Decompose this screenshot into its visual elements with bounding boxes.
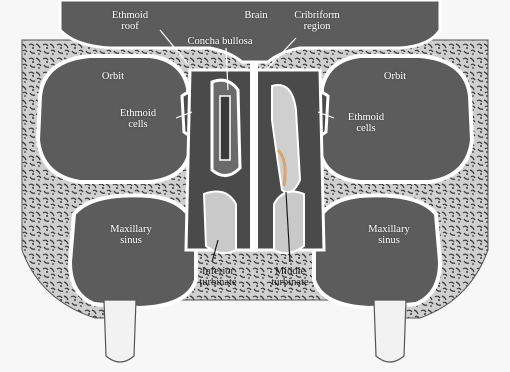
label-maxillary-sinus-left: Maxillary sinus — [96, 224, 166, 246]
nasal-septum — [250, 62, 258, 252]
inferior-turbinate-left-structure — [204, 192, 236, 254]
label-orbit-right: Orbit — [372, 71, 418, 82]
label-maxillary-sinus-right: Maxillary sinus — [354, 224, 424, 246]
label-middle-turbinate: Middle turbinate — [258, 266, 322, 288]
maxillary-sinus-left — [70, 195, 196, 308]
label-cribriform-region: Cribriform region — [282, 10, 352, 32]
concha-bullosa-inner — [220, 96, 230, 160]
label-ethmoid-cells-left: Ethmoid cells — [108, 108, 168, 130]
label-inferior-turbinate: Inferior turbinate — [186, 266, 250, 288]
maxillary-sinus-right — [314, 195, 440, 308]
tooth-left — [104, 300, 136, 362]
label-ethmoid-roof: Ethmoid roof — [100, 10, 160, 32]
label-brain: Brain — [238, 10, 274, 21]
label-concha-bullosa: Concha bullosa — [172, 36, 268, 47]
label-ethmoid-cells-right: Ethmoid cells — [336, 112, 396, 134]
tooth-right — [374, 300, 406, 362]
label-orbit-left: Orbit — [90, 71, 136, 82]
